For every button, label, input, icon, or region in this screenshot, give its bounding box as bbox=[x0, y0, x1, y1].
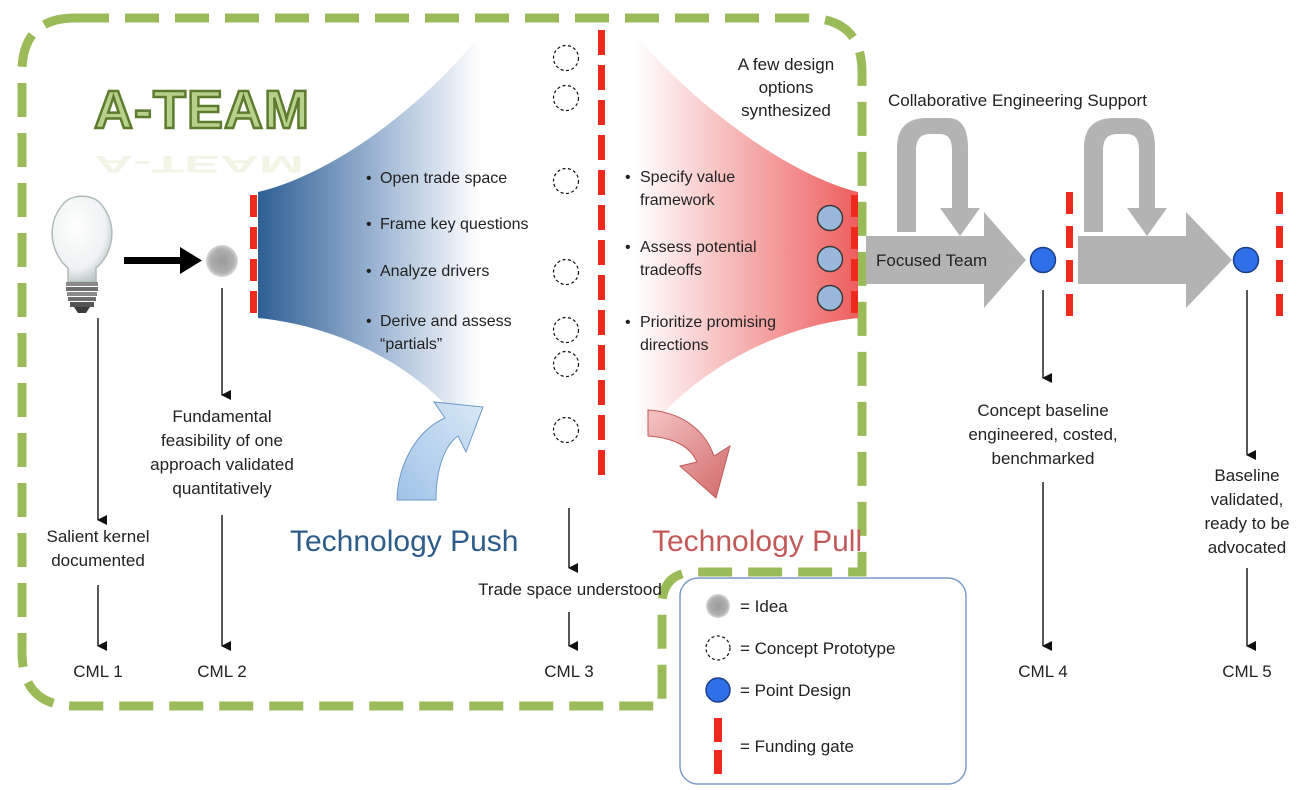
concept-prototype bbox=[552, 167, 580, 195]
cml4-label: CML 4 bbox=[1018, 662, 1067, 681]
technology-push-label: Technology Push bbox=[290, 525, 519, 558]
legend-idea-icon bbox=[706, 594, 730, 618]
svg-text:ready to be: ready to be bbox=[1204, 514, 1289, 533]
concept-prototype bbox=[552, 350, 580, 378]
funding-gate-5 bbox=[1276, 192, 1283, 316]
a-team-logo: A-TEAM bbox=[94, 80, 310, 140]
pull-bullet: Assess potential bbox=[640, 239, 757, 256]
svg-text:•: • bbox=[366, 263, 372, 280]
push-bullets: • Open trade space • Frame key questions… bbox=[366, 170, 529, 353]
cml5-description: Baseline validated, ready to be advocate… bbox=[1204, 466, 1289, 557]
point-design-cml5 bbox=[1232, 246, 1260, 274]
push-bullet-continued: “partials” bbox=[380, 336, 442, 353]
lightbulb-icon bbox=[51, 195, 113, 313]
concept-prototype bbox=[552, 316, 580, 344]
legend: = Idea = Concept Prototype = Point Desig… bbox=[679, 577, 967, 785]
a-team-boundary bbox=[17, 13, 867, 711]
push-bullet: Derive and assess bbox=[380, 313, 512, 330]
push-funnel bbox=[258, 35, 480, 445]
design-option bbox=[816, 284, 844, 312]
idea-arrow bbox=[124, 247, 202, 274]
point-design-cml4 bbox=[1029, 246, 1057, 274]
push-bullet: Open trade space bbox=[380, 170, 507, 187]
idea-dot bbox=[206, 245, 238, 277]
legend-funding-gate-icon bbox=[714, 718, 722, 742]
legend-point-design-icon bbox=[705, 677, 731, 703]
concept-prototype bbox=[552, 84, 580, 112]
pull-bullet-continued: tradeoffs bbox=[640, 262, 702, 279]
design-option bbox=[816, 245, 844, 273]
legend-point-design-label: = Point Design bbox=[740, 681, 851, 700]
svg-text:Trade space understood: Trade space understood bbox=[478, 580, 662, 599]
svg-text:feasibility of one: feasibility of one bbox=[161, 431, 283, 450]
support-loop-arrow-2 bbox=[1084, 118, 1167, 236]
cml3-description: Trade space understood bbox=[478, 580, 662, 599]
cml1-label: CML 1 bbox=[73, 662, 122, 681]
svg-text:•: • bbox=[625, 239, 631, 256]
collaborative-support-label: Collaborative Engineering Support bbox=[888, 91, 1147, 110]
synthesized-label: A few design options synthesized bbox=[738, 55, 834, 120]
concept-prototype bbox=[552, 258, 580, 286]
design-options bbox=[816, 204, 844, 312]
legend-box bbox=[679, 577, 967, 785]
legend-funding-gate-label: = Funding gate bbox=[740, 737, 854, 756]
funding-gate-4 bbox=[1066, 192, 1073, 316]
svg-text:validated,: validated, bbox=[1211, 490, 1284, 509]
concept-prototype-column bbox=[552, 44, 580, 444]
pull-bullet-continued: directions bbox=[640, 337, 708, 354]
svg-text:quantitatively: quantitatively bbox=[172, 479, 272, 498]
svg-text:approach validated: approach validated bbox=[150, 455, 294, 474]
svg-text:•: • bbox=[625, 314, 631, 331]
technology-pull-label: Technology Pull bbox=[652, 525, 862, 558]
pull-funnel bbox=[635, 35, 858, 445]
pull-bullet-continued: framework bbox=[640, 192, 716, 209]
svg-text:Fundamental: Fundamental bbox=[172, 407, 271, 426]
svg-text:Salient kernel: Salient kernel bbox=[46, 527, 149, 546]
milestone-arrows bbox=[97, 288, 1256, 651]
svg-text:engineered, costed,: engineered, costed, bbox=[968, 425, 1117, 444]
pull-bullet: Prioritize promising bbox=[640, 314, 776, 331]
funding-gate-3 bbox=[851, 195, 858, 313]
svg-text:synthesized: synthesized bbox=[741, 101, 831, 120]
pull-arrow-icon bbox=[647, 409, 731, 499]
legend-concept-prototype-label: = Concept Prototype bbox=[740, 639, 895, 658]
focused-team-label: Focused Team bbox=[876, 251, 987, 270]
validation-arrow bbox=[1078, 212, 1232, 308]
a-team-logo-reflection: A-TEAM bbox=[94, 151, 304, 178]
cml4-description: Concept baseline engineered, costed, ben… bbox=[968, 401, 1117, 468]
pull-bullet: Specify value bbox=[640, 169, 735, 186]
svg-text:•: • bbox=[366, 170, 372, 187]
svg-text:A few design: A few design bbox=[738, 55, 834, 74]
svg-text:•: • bbox=[366, 216, 372, 233]
cml3-label: CML 3 bbox=[544, 662, 593, 681]
svg-text:benchmarked: benchmarked bbox=[991, 449, 1094, 468]
cml5-label: CML 5 bbox=[1222, 662, 1271, 681]
push-bullet: Analyze drivers bbox=[380, 263, 489, 280]
cml2-label: CML 2 bbox=[197, 662, 246, 681]
legend-idea-label: = Idea bbox=[740, 597, 788, 616]
concept-prototype bbox=[552, 44, 580, 72]
svg-text:•: • bbox=[366, 313, 372, 330]
concept-prototype bbox=[552, 416, 580, 444]
support-loop-arrow-1 bbox=[897, 118, 980, 236]
svg-text:Concept baseline: Concept baseline bbox=[977, 401, 1108, 420]
legend-concept-prototype-icon bbox=[705, 635, 731, 661]
funding-gate-1 bbox=[250, 195, 257, 313]
svg-text:options: options bbox=[759, 78, 814, 97]
svg-text:Baseline: Baseline bbox=[1214, 466, 1279, 485]
cml2-description: Fundamental feasibility of one approach … bbox=[150, 407, 294, 498]
design-option bbox=[816, 204, 844, 232]
svg-text:advocated: advocated bbox=[1208, 538, 1286, 557]
push-arrow-icon bbox=[396, 401, 484, 501]
svg-text:documented: documented bbox=[51, 551, 145, 570]
pull-bullets: • Specify value framework • Assess poten… bbox=[625, 169, 776, 354]
svg-text:•: • bbox=[625, 169, 631, 186]
funding-gate-2 bbox=[598, 30, 605, 475]
push-bullet: Frame key questions bbox=[380, 216, 529, 233]
focused-team-arrow bbox=[866, 212, 1026, 308]
cml1-description: Salient kernel documented bbox=[46, 527, 149, 570]
